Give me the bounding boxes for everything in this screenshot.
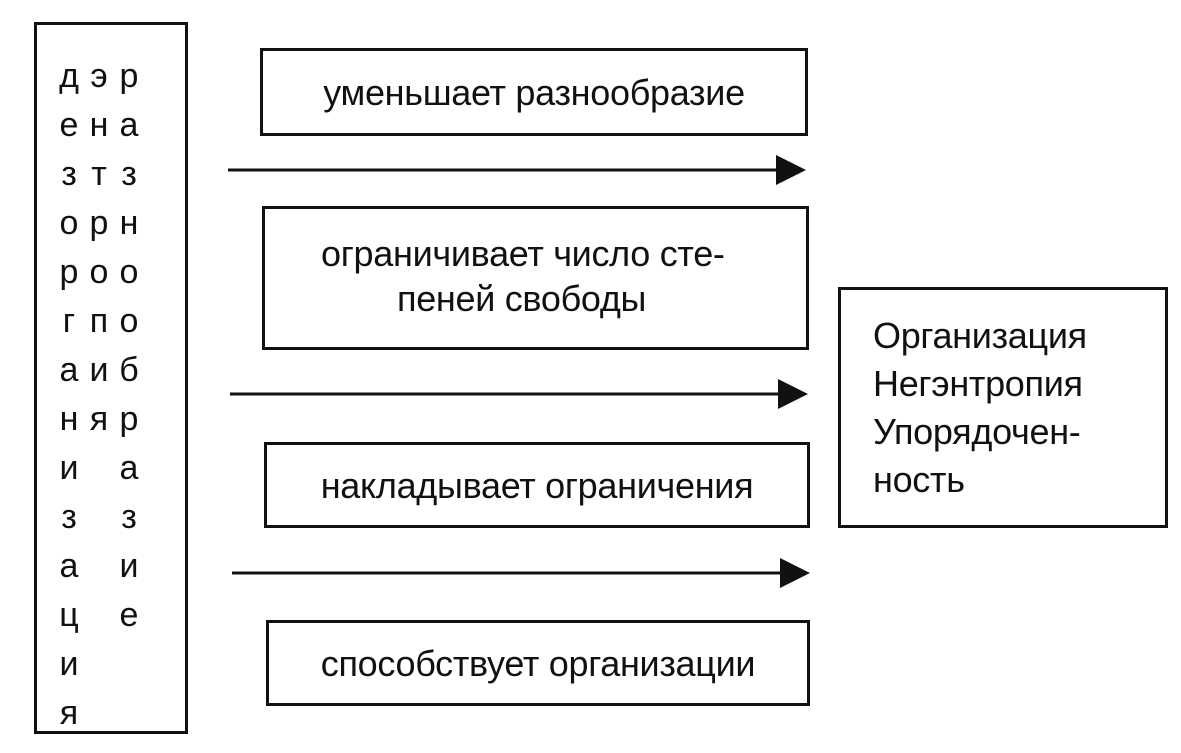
letter: н (59, 400, 79, 438)
letter: з (61, 155, 77, 193)
letter: я (59, 694, 79, 732)
letter: о (119, 253, 139, 291)
letter: д (59, 57, 79, 95)
result-box-text: Организация Негэнтропия Упорядочен- ност… (873, 312, 1087, 504)
arrow-1 (228, 155, 806, 185)
arrow-2 (230, 379, 808, 409)
letter: а (119, 106, 139, 144)
letter: а (59, 547, 79, 585)
action-label-2: ограничивает число сте- пеней свободы (321, 233, 725, 319)
letter: н (119, 204, 139, 242)
letter: и (59, 645, 79, 683)
result-line-organization: Организация (873, 315, 1087, 356)
letter: е (59, 106, 79, 144)
letter: н (89, 106, 109, 144)
letter: р (59, 253, 79, 291)
letter: р (119, 57, 139, 95)
left-vertical-box (34, 22, 188, 734)
result-box: Организация Негэнтропия Упорядочен- ност… (838, 287, 1168, 528)
action-label-1: уменьшает разнообразие (323, 71, 745, 113)
letter: п (89, 302, 109, 340)
letter: г (62, 302, 76, 340)
action-label-3: накладывает ограничения (320, 464, 754, 506)
letter: е (119, 596, 139, 634)
letter: з (121, 155, 137, 193)
letter: а (119, 449, 139, 487)
letter: о (59, 204, 79, 242)
letter: э (90, 57, 108, 95)
action-box-limits-degrees-of-freedom: ограничивает число сте- пеней свободы (262, 206, 809, 350)
letter: а (59, 351, 79, 389)
letter: ц (59, 596, 79, 634)
letter: з (61, 498, 77, 536)
letter: т (91, 155, 107, 193)
result-line-orderliness-cont: ность (873, 459, 965, 500)
letter: б (119, 351, 139, 389)
result-line-negentropy: Негэнтропия (873, 363, 1083, 404)
arrow-3 (232, 558, 810, 588)
letter: р (89, 204, 109, 242)
letter: я (89, 400, 109, 438)
letter: и (89, 351, 109, 389)
letter: о (119, 302, 139, 340)
action-label-4: способствует организации (320, 642, 756, 684)
letter: и (59, 449, 79, 487)
letter: о (89, 253, 109, 291)
action-box-imposes-restrictions: накладывает ограничения (264, 442, 810, 528)
result-line-orderliness: Упорядочен- (873, 411, 1081, 452)
letter: и (119, 547, 139, 585)
letter: з (121, 498, 137, 536)
action-box-reduces-diversity: уменьшает разнообразие (260, 48, 808, 136)
action-box-promotes-organization: способствует организации (266, 620, 810, 706)
letter: р (119, 400, 139, 438)
